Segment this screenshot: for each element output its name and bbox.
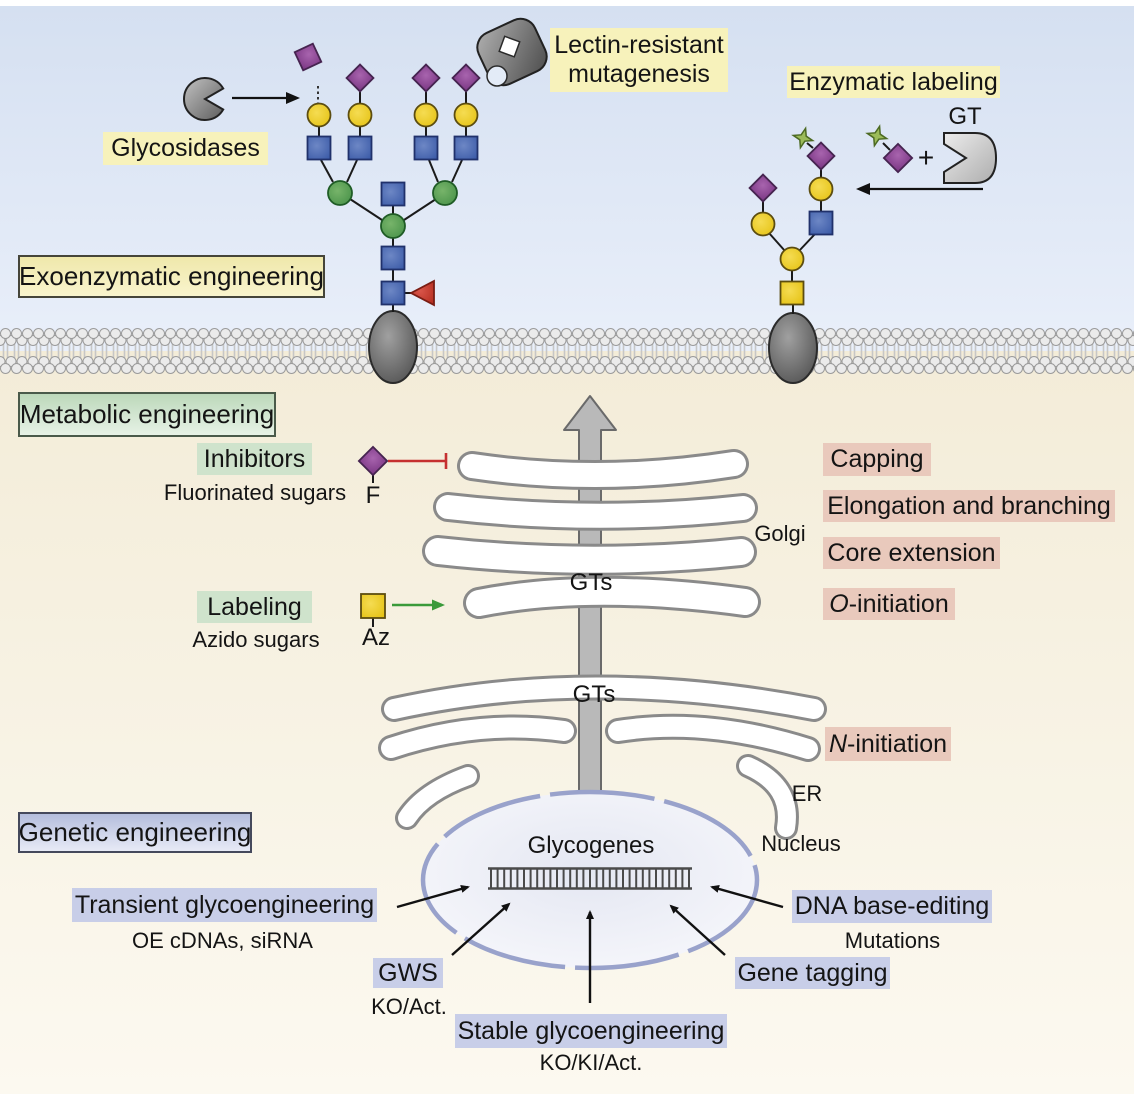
exoenzymatic-engineering-title: Exoenzymatic engineering [18, 255, 325, 298]
sialic-acid-diamond [748, 173, 778, 203]
gws-label: GWS [373, 958, 443, 988]
sialic-acid-diamond [806, 141, 836, 171]
fluorinated-sugar-glyph [357, 445, 448, 483]
label-star [791, 126, 815, 150]
sialic-acid-diamond [345, 63, 375, 93]
glcnac-square [413, 135, 439, 161]
inhibitors-label: Inhibitors [197, 443, 312, 475]
dna-editing-arrow [710, 885, 784, 909]
mannose-circle [327, 180, 353, 206]
galactose-circle [413, 102, 439, 128]
lectin-diamond-hole [498, 35, 521, 58]
galactose-circle [347, 102, 373, 128]
plus-sign: + [917, 141, 935, 173]
n-initiation-prefix: N [828, 729, 847, 758]
glcnac-square [808, 210, 834, 236]
dna-ladder [488, 867, 692, 890]
gt-text: GT [948, 103, 982, 131]
n-glycan [293, 42, 481, 312]
labeling-label: Labeling [197, 591, 312, 623]
glycogenes-label: Glycogenes [527, 832, 655, 860]
membrane-protein-left [368, 310, 418, 384]
genetic-arrows [396, 885, 784, 1003]
transient-glycoengineering-label: Transient glycoengineering [72, 888, 377, 922]
galnac-square [779, 280, 805, 306]
genetic-engineering-title: Genetic engineering [18, 812, 252, 853]
nucleus [420, 789, 760, 971]
transient-arrow [396, 885, 470, 909]
lectin-label-line1: Lectin-resistant [554, 31, 724, 60]
glcnac-square [380, 245, 406, 271]
glcnac-square [453, 135, 479, 161]
lectin-label-line2: mutagenesis [568, 60, 710, 88]
elongation-branching-label: Elongation and branching [823, 490, 1115, 522]
o-initiation-prefix: O [829, 589, 849, 618]
cleaved-sialic-acid-diamond [293, 42, 323, 72]
fluorinated-sugar-diamond [357, 445, 389, 477]
fluorinated-sugars-label: Fluorinated sugars [163, 480, 347, 506]
metabolic-engineering-title: Metabolic engineering [18, 392, 276, 437]
membrane-protein-right [768, 312, 818, 384]
lectin-bite-notch [486, 65, 508, 87]
ko-act-label: KO/Act. [371, 994, 447, 1020]
glcnac-square [306, 135, 332, 161]
n-initiation-label: N-initiation [825, 727, 951, 761]
mutations-label: Mutations [844, 928, 941, 954]
gt-enzyme-icon [943, 132, 998, 184]
o-initiation-rest: -initiation [848, 589, 949, 618]
sialic-acid-diamond [411, 63, 441, 93]
galactose-circle [779, 246, 805, 272]
golgi-label: Golgi [754, 521, 806, 547]
sialic-acid-diamond [882, 142, 914, 174]
labeled-sugar-donor [865, 124, 914, 174]
galactose-circle [453, 102, 479, 128]
lectin-resistant-mutagenesis-label: Lectin-resistant mutagenesis [550, 28, 728, 92]
core-extension-label: Core extension [823, 537, 1000, 569]
golgi-apparatus [422, 449, 761, 619]
azido-sugars-label: Azido sugars [192, 627, 320, 653]
dna-base-editing-label: DNA base-editing [792, 890, 992, 923]
gene-tagging-arrow [669, 904, 726, 956]
galactose-circle [808, 176, 834, 202]
gts-er-label: GTs [572, 681, 616, 709]
o-glycan [748, 126, 836, 314]
galactose-circle [750, 211, 776, 237]
azido-sugar-glyph [360, 593, 445, 627]
oe-cdnas-sirna-label: OE cDNAs, siRNA [132, 928, 313, 954]
n-initiation-rest: -initiation [847, 729, 948, 758]
capping-label: Capping [823, 443, 931, 476]
glcnac-square [380, 280, 406, 306]
enzymatic-labeling-label: Enzymatic labeling [787, 66, 1000, 98]
azido-sugar-square [360, 593, 386, 619]
fucose-triangle [409, 279, 435, 307]
gts-golgi-label: GTs [569, 569, 613, 597]
glycosidases-label: Glycosidases [103, 132, 268, 165]
glcnac-square [347, 135, 373, 161]
endoplasmic-reticulum [378, 674, 827, 840]
o-initiation-label: O-initiation [823, 588, 955, 620]
galactose-circle [306, 102, 332, 128]
glycosidase-enzyme-icon [183, 77, 225, 121]
ko-ki-act-label: KO/KI/Act. [539, 1050, 643, 1076]
gws-arrow [451, 902, 511, 956]
sialic-acid-diamond [451, 63, 481, 93]
glcnac-square [380, 181, 406, 207]
stable-glycoengineering-label: Stable glycoengineering [455, 1014, 727, 1048]
plasma-membrane [0, 327, 1134, 375]
label-star [865, 124, 889, 148]
mannose-circle [432, 180, 458, 206]
az-label: Az [361, 624, 390, 652]
mannose-circle [380, 213, 406, 239]
gene-tagging-label: Gene tagging [735, 957, 890, 989]
nucleus-label: Nucleus [761, 831, 841, 857]
er-label: ER [791, 781, 823, 807]
f-label: F [365, 482, 381, 510]
